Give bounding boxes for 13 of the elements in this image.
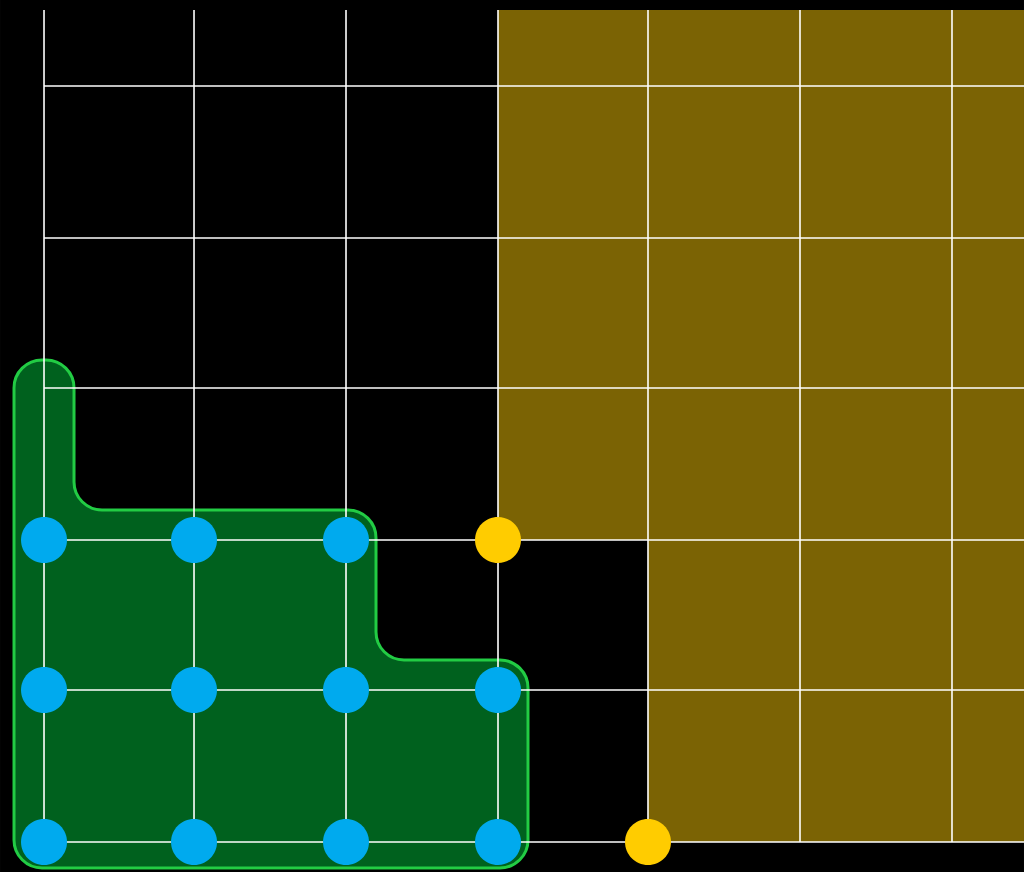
dot xyxy=(171,666,217,713)
dot xyxy=(21,517,67,563)
dot xyxy=(475,666,521,713)
dot xyxy=(171,818,217,865)
dot xyxy=(475,517,521,563)
dot xyxy=(323,666,369,713)
dot xyxy=(21,666,67,713)
dot xyxy=(323,818,369,865)
dot xyxy=(625,818,671,865)
dot xyxy=(21,818,67,865)
dot xyxy=(475,818,521,865)
dot xyxy=(171,517,217,563)
dot xyxy=(323,517,369,563)
